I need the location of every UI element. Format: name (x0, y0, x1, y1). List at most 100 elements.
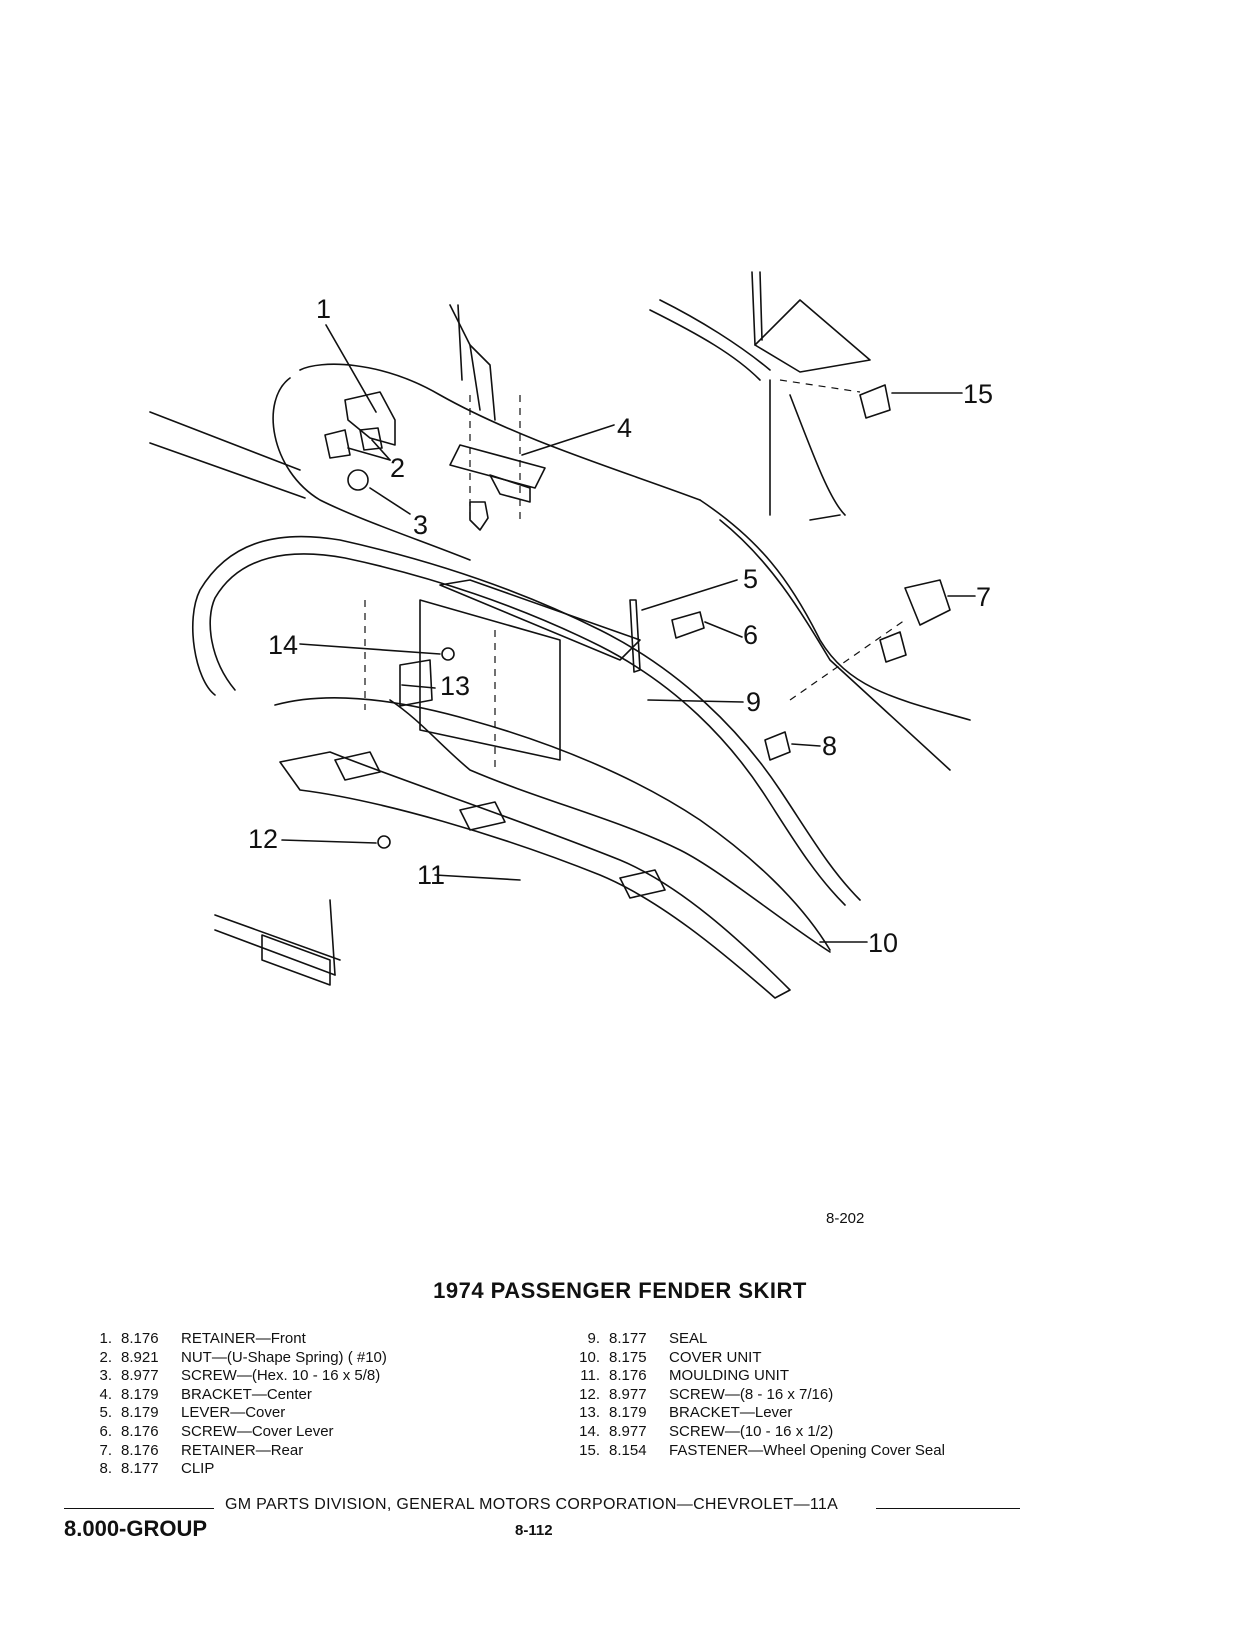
parts-row: 10. 8.175 COVER UNIT (570, 1349, 945, 1368)
parts-row: 4. 8.179 BRACKET—Center (82, 1386, 387, 1405)
fastener (469, 501, 489, 531)
hidden-line (779, 379, 861, 393)
leader-line (369, 487, 411, 515)
wheel-opening-seal (192, 535, 861, 901)
part-group-code: 8.177 (609, 1330, 647, 1347)
moulding-unit (279, 751, 791, 999)
part-description: NUT—(U-Shape Spring) ( #10) (181, 1348, 387, 1366)
part-description: SCREW—(8 - 16 x 7/16) (669, 1385, 834, 1403)
center-bracket (489, 474, 531, 503)
spring-nut (359, 427, 383, 451)
callout-14: 14 (268, 630, 299, 660)
group-label: 8.000-GROUP (64, 1516, 208, 1541)
part-group-code: 8.177 (121, 1460, 159, 1478)
moulding-clip (459, 801, 506, 831)
callout-8: 8 (822, 731, 838, 761)
footer-rule-right (876, 1508, 1020, 1509)
callout-11: 11 (417, 860, 446, 890)
parts-row: 8. 8.177 CLIP (82, 1460, 387, 1479)
part-description: BRACKET—Lever (669, 1404, 793, 1422)
leader-line (347, 447, 391, 461)
door-fragment (214, 929, 336, 976)
wheel-opening-seal (209, 553, 846, 906)
leader-line (281, 839, 377, 844)
part-description: CLIP (181, 1460, 215, 1478)
fastener-15 (859, 384, 891, 419)
rear-pillar (789, 394, 846, 516)
part-group-code: 8.176 (609, 1367, 647, 1385)
door-pillar (469, 344, 496, 421)
cover-unit (439, 579, 641, 661)
cover-lever-screw (671, 611, 705, 639)
part-number: 4. (99, 1385, 112, 1403)
callout-7: 7 (976, 582, 992, 612)
part-description: BRACKET—Center (181, 1385, 312, 1403)
body-panel-line (719, 519, 951, 771)
footer-rule-left (64, 1508, 214, 1509)
part-description: RETAINER—Front (181, 1330, 306, 1347)
body-panel-line (699, 499, 971, 721)
rear-pillar (759, 271, 763, 341)
leader-line (641, 579, 738, 611)
callout-9: 9 (746, 687, 762, 717)
part-description: SCREW—Cover Lever (181, 1422, 334, 1440)
part-number: 2. (99, 1348, 112, 1366)
part-number: 11. (580, 1367, 600, 1385)
callout-12: 12 (248, 824, 279, 854)
part-description: FASTENER—Wheel Opening Cover Seal (669, 1441, 945, 1459)
leader-line (647, 699, 744, 703)
callout-15: 15 (963, 379, 994, 409)
body-panel-line (299, 363, 701, 501)
part-description: SCREW—(Hex. 10 - 16 x 5/8) (181, 1367, 381, 1385)
part-number: 5. (99, 1404, 112, 1422)
leader-line (401, 684, 436, 689)
callout-2: 2 (390, 453, 406, 483)
part-group-code: 8.179 (121, 1385, 159, 1403)
spring-nut (324, 429, 351, 459)
cover-unit (389, 699, 831, 953)
part-description: MOULDING UNIT (669, 1367, 789, 1385)
rear-retainer (879, 631, 907, 663)
leader-line (704, 621, 743, 638)
rear-pillar (659, 299, 771, 371)
rear-pillar (751, 271, 756, 346)
part-group-code: 8.977 (609, 1422, 647, 1440)
part-description: SEAL (669, 1330, 708, 1347)
lever-bracket (399, 659, 433, 707)
part-group-code: 8.977 (121, 1367, 159, 1385)
part-description: COVER UNIT (669, 1348, 762, 1366)
callout-5: 5 (743, 564, 759, 594)
door-fragment (329, 899, 336, 976)
door-pillar (449, 304, 481, 411)
leader-line (299, 643, 441, 655)
center-bracket (449, 444, 546, 489)
part-group-code: 8.176 (121, 1422, 159, 1440)
part-number: 8. (99, 1460, 112, 1478)
body-panel-line (149, 411, 301, 471)
body-panel-line (272, 377, 471, 561)
leader-line (325, 324, 377, 413)
part-description: LEVER—Cover (181, 1404, 286, 1422)
part-description: SCREW—(10 - 16 x 1/2) (669, 1422, 834, 1440)
part-group-code: 8.179 (609, 1404, 647, 1422)
footer-division: GM PARTS DIVISION, GENERAL MOTORS CORPOR… (225, 1496, 839, 1513)
door-pillar (457, 304, 463, 381)
part-group-code: 8.921 (121, 1348, 159, 1366)
drawing-id: 8-202 (826, 1210, 865, 1227)
rear-pillar (754, 299, 871, 373)
part-group-code: 8.175 (609, 1348, 647, 1366)
rear-retainer (904, 579, 951, 626)
screw-14 (441, 647, 455, 661)
moulding-clip (334, 751, 381, 781)
part-number: 10. (579, 1348, 600, 1366)
part-group-code: 8.977 (609, 1385, 647, 1403)
